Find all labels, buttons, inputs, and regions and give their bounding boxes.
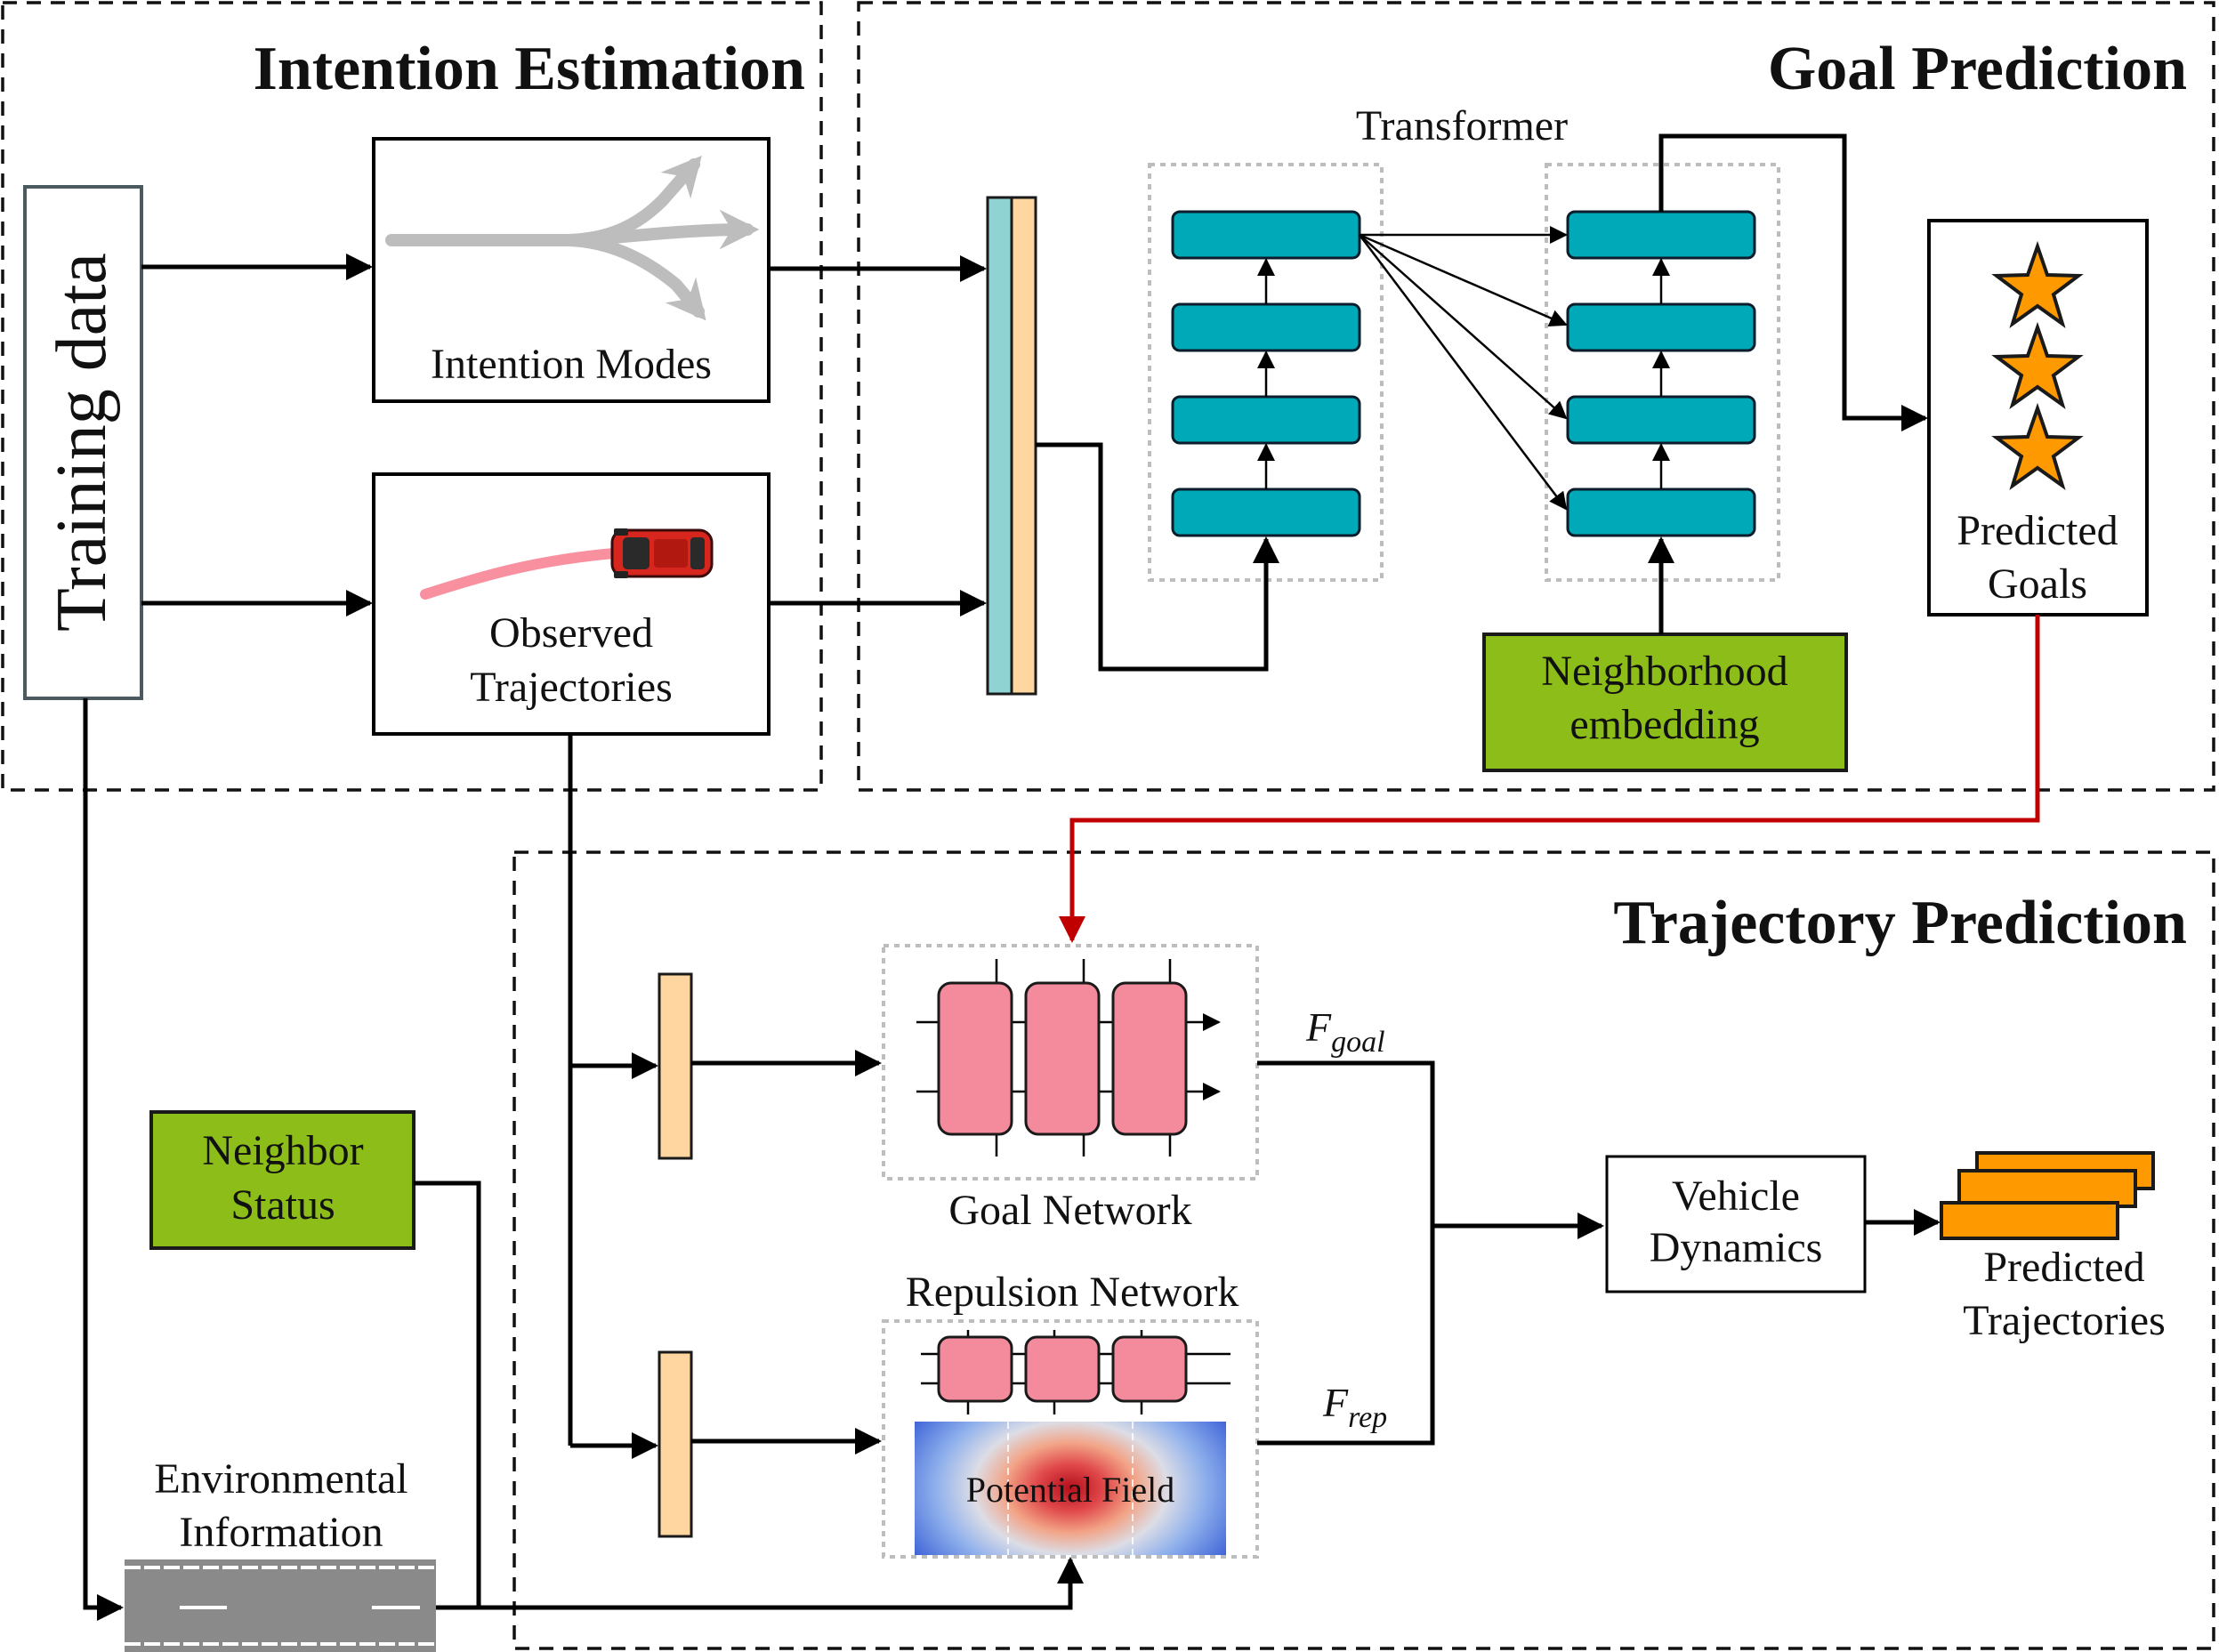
repulsion-network-label: Repulsion Network [906, 1269, 1239, 1316]
neighborhood-embedding-label-1: Neighborhood [1541, 648, 1787, 695]
observed-trajectories-label-2: Trajectories [470, 664, 673, 711]
neighbor-status-block [149, 1110, 416, 1250]
encoder-layer-4 [1171, 210, 1361, 260]
transformer-encoder-frame [1148, 163, 1384, 582]
road-icon [125, 1559, 436, 1652]
neighbor-status-label-2: Status [230, 1181, 335, 1229]
decoder-layer-3 [1566, 302, 1756, 352]
encoder-layer-1 [1171, 488, 1361, 537]
intention-modes-label: Intention Modes [431, 341, 712, 388]
goal-network-output [1257, 1060, 1435, 1446]
arrow-training-to-environment [83, 698, 124, 1621]
neighborhood-embedding-label-2: embedding [1569, 701, 1759, 748]
goal-prediction-title: Goal Prediction [1768, 35, 2187, 103]
goal-prediction-section [857, 1, 2215, 792]
potential-field-heatmap [915, 1422, 1226, 1555]
environmental-info-label-2: Information [179, 1509, 383, 1556]
decoder-layer-4 [1566, 210, 1756, 260]
predicted-trajectories-label-1: Predicted [1983, 1244, 2144, 1291]
decoder-layer-2 [1566, 395, 1756, 445]
arrow-bar-to-encoder [1036, 442, 1279, 672]
repulsion-network-frame [882, 1319, 1259, 1559]
environmental-info-label-1: Environmental [154, 1455, 407, 1503]
arrow-environment-to-repulsion [436, 1557, 1084, 1610]
goal-network-lstm [916, 959, 1221, 1156]
arrow-decoder-to-goals [1658, 133, 1928, 431]
rep-embedding-bar [658, 1350, 693, 1538]
intention-modes-block [372, 137, 771, 403]
potential-field-lanes [1007, 1422, 1134, 1555]
transformer-label: Transformer [1356, 102, 1568, 149]
intention-estimation-section [1, 1, 823, 792]
repulsion-network-lstm [921, 1330, 1231, 1414]
cross-attention-links [1359, 226, 1568, 511]
predicted-trajectories-label-2: Trajectories [1963, 1297, 2166, 1344]
car-icon [610, 528, 714, 578]
observed-trail [420, 548, 619, 600]
observed-trajectories-label-1: Observed [489, 609, 653, 657]
branch-arrows-icon [385, 155, 760, 321]
trajectory-prediction-section [512, 850, 2215, 1650]
trajectory-prediction-title: Trajectory Prediction [1613, 889, 2187, 957]
vehicle-dynamics-block [1605, 1155, 1867, 1293]
predicted-goals-label-2: Goals [1988, 560, 2087, 608]
vehicle-dynamics-label-1: Vehicle [1672, 1173, 1800, 1220]
f-rep-label: Frep [1322, 1380, 1387, 1434]
goal-embedding-bar [658, 972, 693, 1160]
encoder-layer-2 [1171, 395, 1361, 445]
feature-bar-peach [1010, 196, 1037, 696]
neighborhood-embedding-block [1482, 633, 1848, 772]
neighbor-status-wire [414, 1181, 481, 1608]
predicted-trajectories-icon [1940, 1151, 2155, 1240]
potential-field-label: Potential Field [966, 1470, 1174, 1510]
training-data-block [23, 185, 143, 700]
arrow-goals-to-goal-network [1059, 615, 2040, 943]
f-goal-label: Fgoal [1305, 1004, 1385, 1059]
neighbor-status-label-1: Neighbor [202, 1127, 363, 1174]
transformer-decoder-frame [1545, 163, 1780, 582]
decoder-layer-1 [1566, 488, 1756, 537]
encoder-layer-3 [1171, 302, 1361, 352]
goal-network-frame [882, 944, 1259, 1181]
vehicle-dynamics-label-2: Dynamics [1650, 1224, 1823, 1271]
star-icon [1991, 240, 2084, 491]
observed-trajectories-block [372, 472, 771, 736]
training-data-label: Training data [43, 253, 121, 632]
intention-estimation-title: Intention Estimation [254, 35, 805, 103]
goal-network-label: Goal Network [948, 1187, 1191, 1234]
predicted-goals-label-1: Predicted [1957, 507, 2118, 554]
feature-bar-teal [986, 196, 1013, 696]
